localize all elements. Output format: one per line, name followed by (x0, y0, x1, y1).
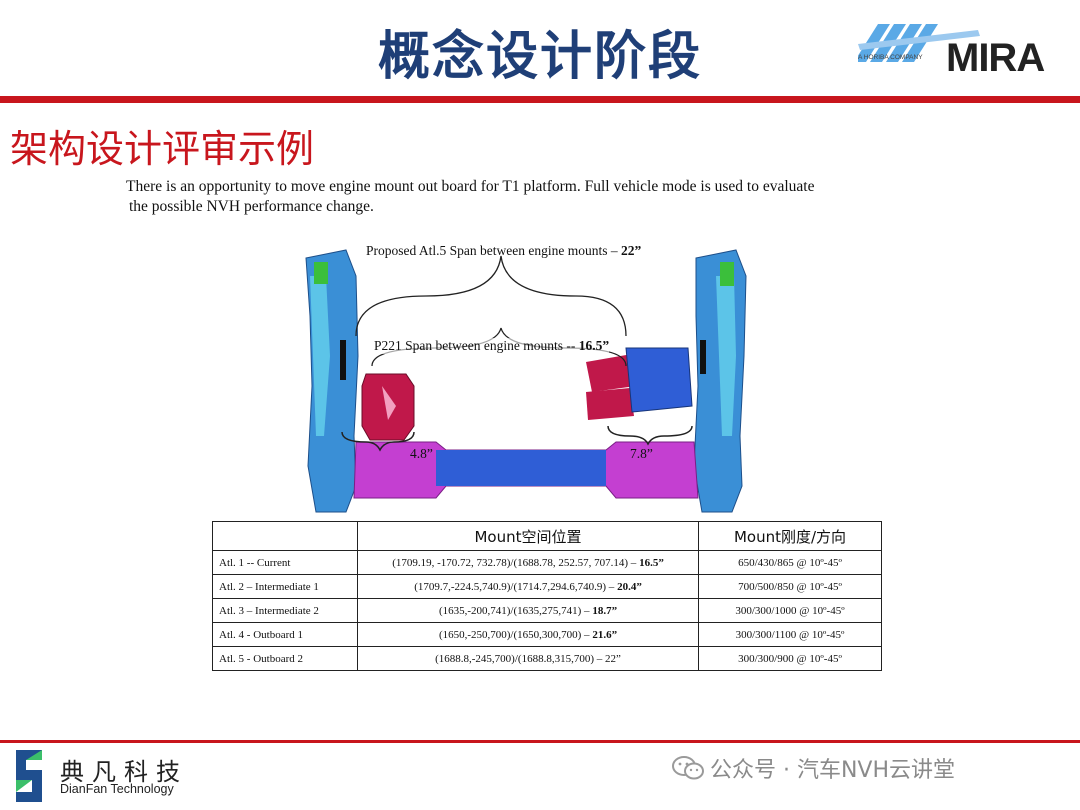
span-value: 22” (604, 652, 621, 665)
wechat-account-label: 公众号 · 汽车NVH云讲堂 (672, 752, 955, 784)
mount-stiffness: 300/300/900 @ 10º-45º (698, 646, 882, 671)
mount-options-table: Mount空间位置 Mount刚度/方向 Atl. 1 -- Current (… (212, 521, 882, 671)
right-offset-label: 7.8” (630, 446, 653, 461)
current-span-text: P221 Span between engine mounts -- (374, 338, 579, 353)
current-span-value: 16.5” (578, 338, 610, 353)
position-coords: (1650,-250,700)/(1650,300,700) – (438, 628, 593, 641)
option-name: Atl. 4 - Outboard 1 (212, 622, 358, 647)
intro-text: There is an opportunity to move engine m… (126, 177, 916, 217)
subframe-illustration (305, 249, 747, 513)
table-row: Atl. 4 - Outboard 1 (1650,-250,700)/(165… (212, 622, 882, 647)
mount-position: (1650,-250,700)/(1650,300,700) – 21.6” (357, 622, 699, 647)
table-header-cell: Mount刚度/方向 (698, 521, 882, 551)
position-coords: (1688.8,-245,700)/(1688.8,315,700) – (435, 652, 605, 665)
table-row: Atl. 1 -- Current (1709.19, -170.72, 732… (212, 550, 882, 575)
mount-position: (1688.8,-245,700)/(1688.8,315,700) – 22” (357, 646, 699, 671)
span-value: 21.6” (592, 628, 618, 641)
mira-logo-stripes-icon (854, 24, 980, 62)
table-row: Atl. 2 – Intermediate 1 (1709.7,-224.5,7… (212, 574, 882, 599)
proposed-span-label: Proposed Atl.5 Span between engine mount… (366, 243, 641, 259)
option-name: Atl. 3 – Intermediate 2 (212, 598, 358, 623)
table-header-row: Mount空间位置 Mount刚度/方向 (212, 521, 882, 551)
dianfan-logo-icon (12, 746, 48, 806)
table-header-cell: Mount空间位置 (357, 521, 699, 551)
option-name: Atl. 5 - Outboard 2 (212, 646, 358, 671)
option-name: Atl. 1 -- Current (212, 550, 358, 575)
page-title: 概念设计阶段 (377, 27, 702, 87)
option-name: Atl. 2 – Intermediate 1 (212, 574, 358, 599)
proposed-span-value: 22” (620, 243, 642, 258)
engine-mount-diagram: Proposed Atl.5 Span between engine mount… (296, 236, 756, 518)
intro-line-1: There is an opportunity to move engine m… (126, 178, 815, 195)
wechat-account-text: 公众号 · 汽车NVH云讲堂 (710, 758, 956, 783)
company-name-en: DianFan Technology (60, 782, 174, 796)
mount-stiffness: 300/300/1100 @ 10º-45º (698, 622, 882, 647)
mira-logo-tagline: A HORIBA COMPANY (858, 54, 923, 61)
left-offset-label: 4.8” (410, 446, 433, 461)
mount-position: (1635,-200,741)/(1635,275,741) – 18.7” (357, 598, 699, 623)
company-name-cn: 典凡科技 (60, 758, 188, 786)
proposed-span-text: Proposed Atl.5 Span between engine mount… (366, 243, 621, 258)
mount-stiffness: 700/500/850 @ 10º-45º (698, 574, 882, 599)
table-header-cell (212, 521, 358, 551)
mount-position: (1709.19, -170.72, 732.78)/(1688.78, 252… (357, 550, 699, 575)
section-title: 架构设计评审示例 (10, 127, 315, 171)
mount-stiffness: 650/430/865 @ 10º-45º (698, 550, 882, 575)
intro-line-2: the possible NVH performance change. (129, 198, 374, 215)
position-coords: (1709.19, -170.72, 732.78)/(1688.78, 252… (392, 556, 640, 569)
position-coords: (1709.7,-224.5,740.9)/(1714.7,294.6,740.… (414, 580, 618, 593)
current-span-label: P221 Span between engine mounts -- 16.5” (374, 338, 610, 354)
footer-divider (0, 740, 1080, 743)
mount-position: (1709.7,-224.5,740.9)/(1714.7,294.6,740.… (357, 574, 699, 599)
mira-logo: MIRA A HORIBA COMPANY (854, 22, 1070, 84)
mira-logo-text: MIRA (946, 36, 1045, 80)
table-row: Atl. 5 - Outboard 2 (1688.8,-245,700)/(1… (212, 646, 882, 671)
header-divider (0, 96, 1080, 103)
wechat-icon (672, 756, 704, 780)
mount-stiffness: 300/300/1000 @ 10º-45º (698, 598, 882, 623)
span-value: 18.7” (592, 604, 618, 617)
table-row: Atl. 3 – Intermediate 2 (1635,-200,741)/… (212, 598, 882, 623)
position-coords: (1635,-200,741)/(1635,275,741) – (438, 604, 593, 617)
span-value: 20.4” (617, 580, 642, 593)
span-value: 16.5” (639, 556, 664, 569)
